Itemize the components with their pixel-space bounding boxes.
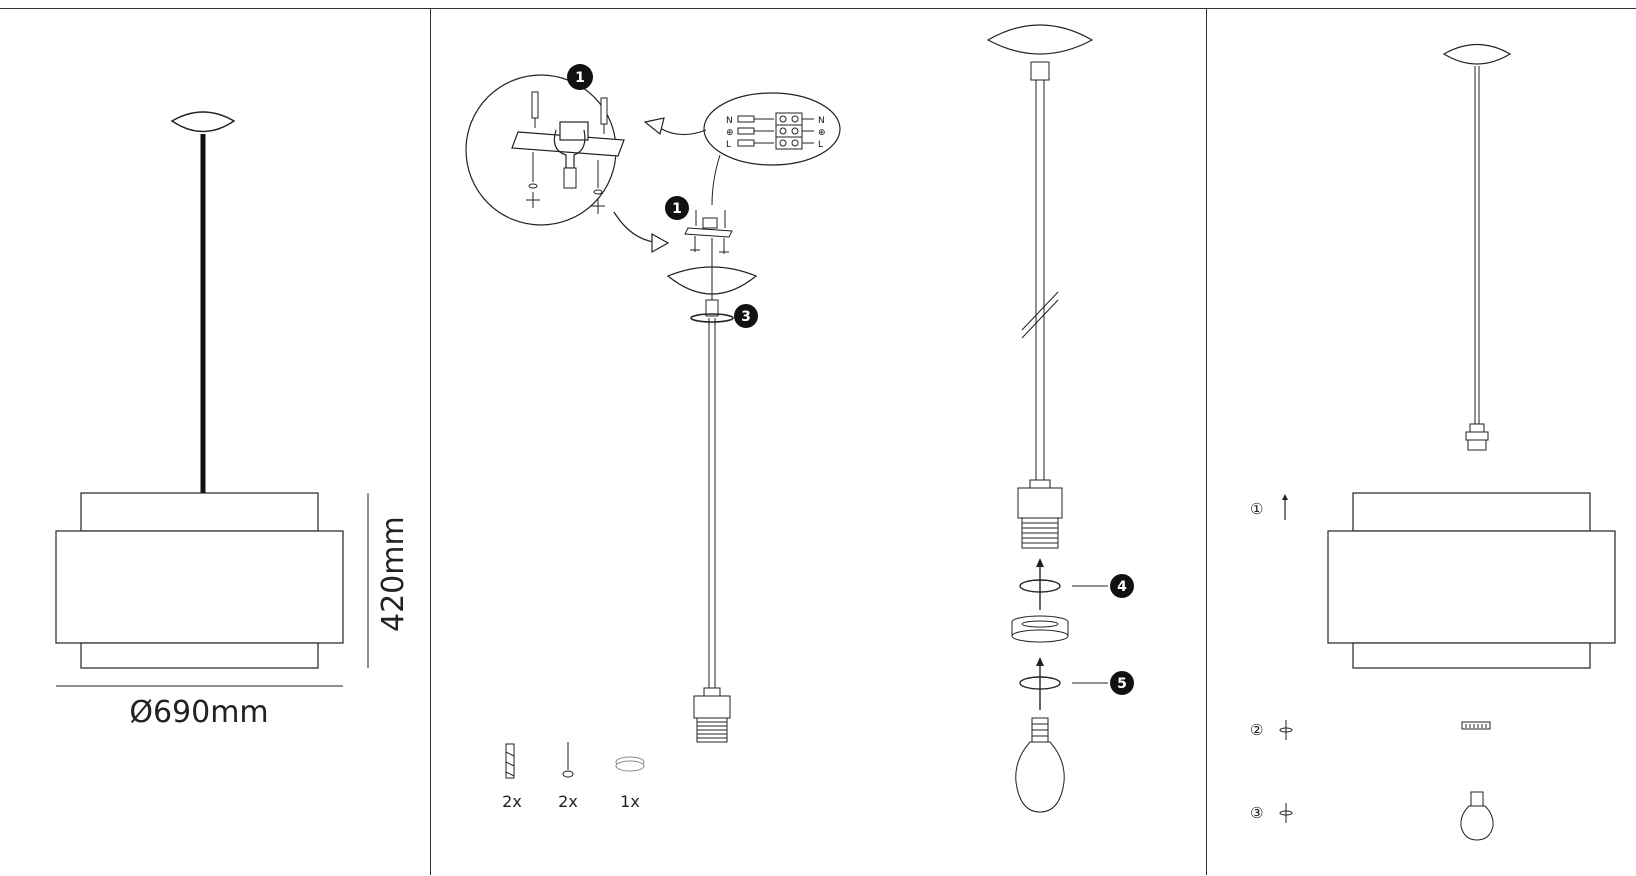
shade-top-band-2 — [1352, 492, 1591, 532]
arrow-detail-to-ceiling — [613, 211, 655, 243]
arrow-head-wiring — [643, 117, 665, 136]
rotate-arrow-5 — [1019, 676, 1061, 690]
part-wall-plug-qty: 2x — [502, 792, 522, 811]
step-badge-1-detail-text: 1 — [575, 70, 585, 86]
lampholder-body — [693, 695, 731, 719]
mounting-bracket — [684, 210, 733, 254]
mounting-bracket-detail — [511, 131, 625, 157]
wire-label-left-earth: ⊕ — [726, 128, 734, 138]
arrow-wiring-to-detail — [659, 127, 707, 136]
light-bulb-small — [1460, 791, 1494, 841]
step-badge-4-text: 4 — [1117, 579, 1127, 595]
screw-detail-right — [591, 160, 605, 214]
arrow-up-5-head — [1036, 657, 1044, 666]
arrow-up-4-head — [1036, 558, 1044, 567]
rotate-arrow-4 — [1019, 579, 1061, 593]
part-wall-plug — [505, 743, 515, 779]
wall-plug-detail-left — [531, 91, 539, 128]
step-badge-4 — [1110, 574, 1134, 598]
step-badge-5-text: 5 — [1117, 676, 1127, 692]
shade-ring — [1011, 615, 1069, 643]
step-badge-1-detail — [567, 64, 593, 90]
step-1-arrow-head — [1282, 494, 1288, 500]
ceiling-canopy — [170, 111, 236, 133]
panel-mounting: 1 N ⊕ L N ⊕ L — [465, 64, 841, 811]
step-1-label: ① — [1250, 500, 1263, 518]
wiring-diagram: N ⊕ L N ⊕ L — [726, 112, 826, 150]
step-badge-3-text: 3 — [741, 309, 751, 325]
top-border — [0, 8, 1636, 876]
cord-grip — [705, 299, 719, 317]
lampholder-large-neck — [1029, 479, 1051, 489]
canopy-large — [986, 24, 1094, 55]
part-ring-qty: 1x — [620, 792, 640, 811]
panel-dimensions: 420mm Ø690mm — [55, 111, 411, 730]
step-2-label: ② — [1250, 721, 1263, 739]
wire-label-right-n: N — [818, 116, 825, 126]
part-screw-qty: 2x — [558, 792, 578, 811]
diameter-label: Ø690mm — [129, 695, 268, 730]
lampholder-neck — [703, 687, 721, 697]
wiring-leader-line — [711, 154, 721, 206]
panel-shade-fitting: ① ② ③ — [1250, 44, 1616, 841]
light-bulb — [1015, 717, 1065, 813]
wire-label-right-l: L — [818, 140, 823, 150]
lampholder-large-body — [1017, 487, 1063, 519]
shade-bottom-band-2 — [1352, 642, 1591, 669]
lampholder-thread — [696, 717, 728, 743]
part-ring — [615, 756, 645, 772]
lampholder-small — [1465, 423, 1489, 451]
shade-bottom-band — [80, 642, 319, 669]
screw-detail-left — [526, 152, 540, 208]
shade-top-band — [80, 492, 319, 532]
panel-bulb-assembly: 4 5 — [986, 24, 1134, 813]
shade-ring-small — [1461, 721, 1491, 730]
step-2-rotate-icon — [1279, 720, 1293, 740]
step-badge-1 — [665, 196, 689, 220]
step-badge-1-text: 1 — [672, 201, 682, 217]
break-mark-1 — [1021, 291, 1059, 331]
canopy-small — [1442, 44, 1512, 65]
arrow-head-detail — [651, 232, 670, 254]
wire-label-right-earth: ⊕ — [818, 128, 826, 138]
lampholder-large-thread — [1021, 517, 1059, 549]
step-badge-3 — [734, 304, 758, 328]
step-3-rotate-icon — [1279, 803, 1293, 823]
wire-label-left-n: N — [726, 116, 733, 126]
height-label: 420mm — [376, 516, 411, 632]
step-3-label: ③ — [1250, 804, 1263, 822]
cord-grip-large — [1030, 61, 1050, 81]
panel-divider-1 — [430, 8, 431, 875]
shade-outer-drum-2 — [1327, 530, 1616, 644]
part-screw — [562, 742, 574, 778]
wall-plug-detail-right — [600, 97, 608, 134]
panel-divider-2 — [1206, 8, 1207, 875]
threaded-rod-detail — [563, 167, 577, 189]
terminal-block-detail — [559, 121, 589, 141]
break-mark-2 — [1021, 299, 1059, 339]
locking-ring — [690, 313, 734, 323]
wire-label-left-l: L — [726, 140, 731, 150]
wiring-detail-bubble — [703, 92, 841, 166]
step-badge-5 — [1110, 671, 1134, 695]
shade-outer-drum — [55, 530, 344, 644]
